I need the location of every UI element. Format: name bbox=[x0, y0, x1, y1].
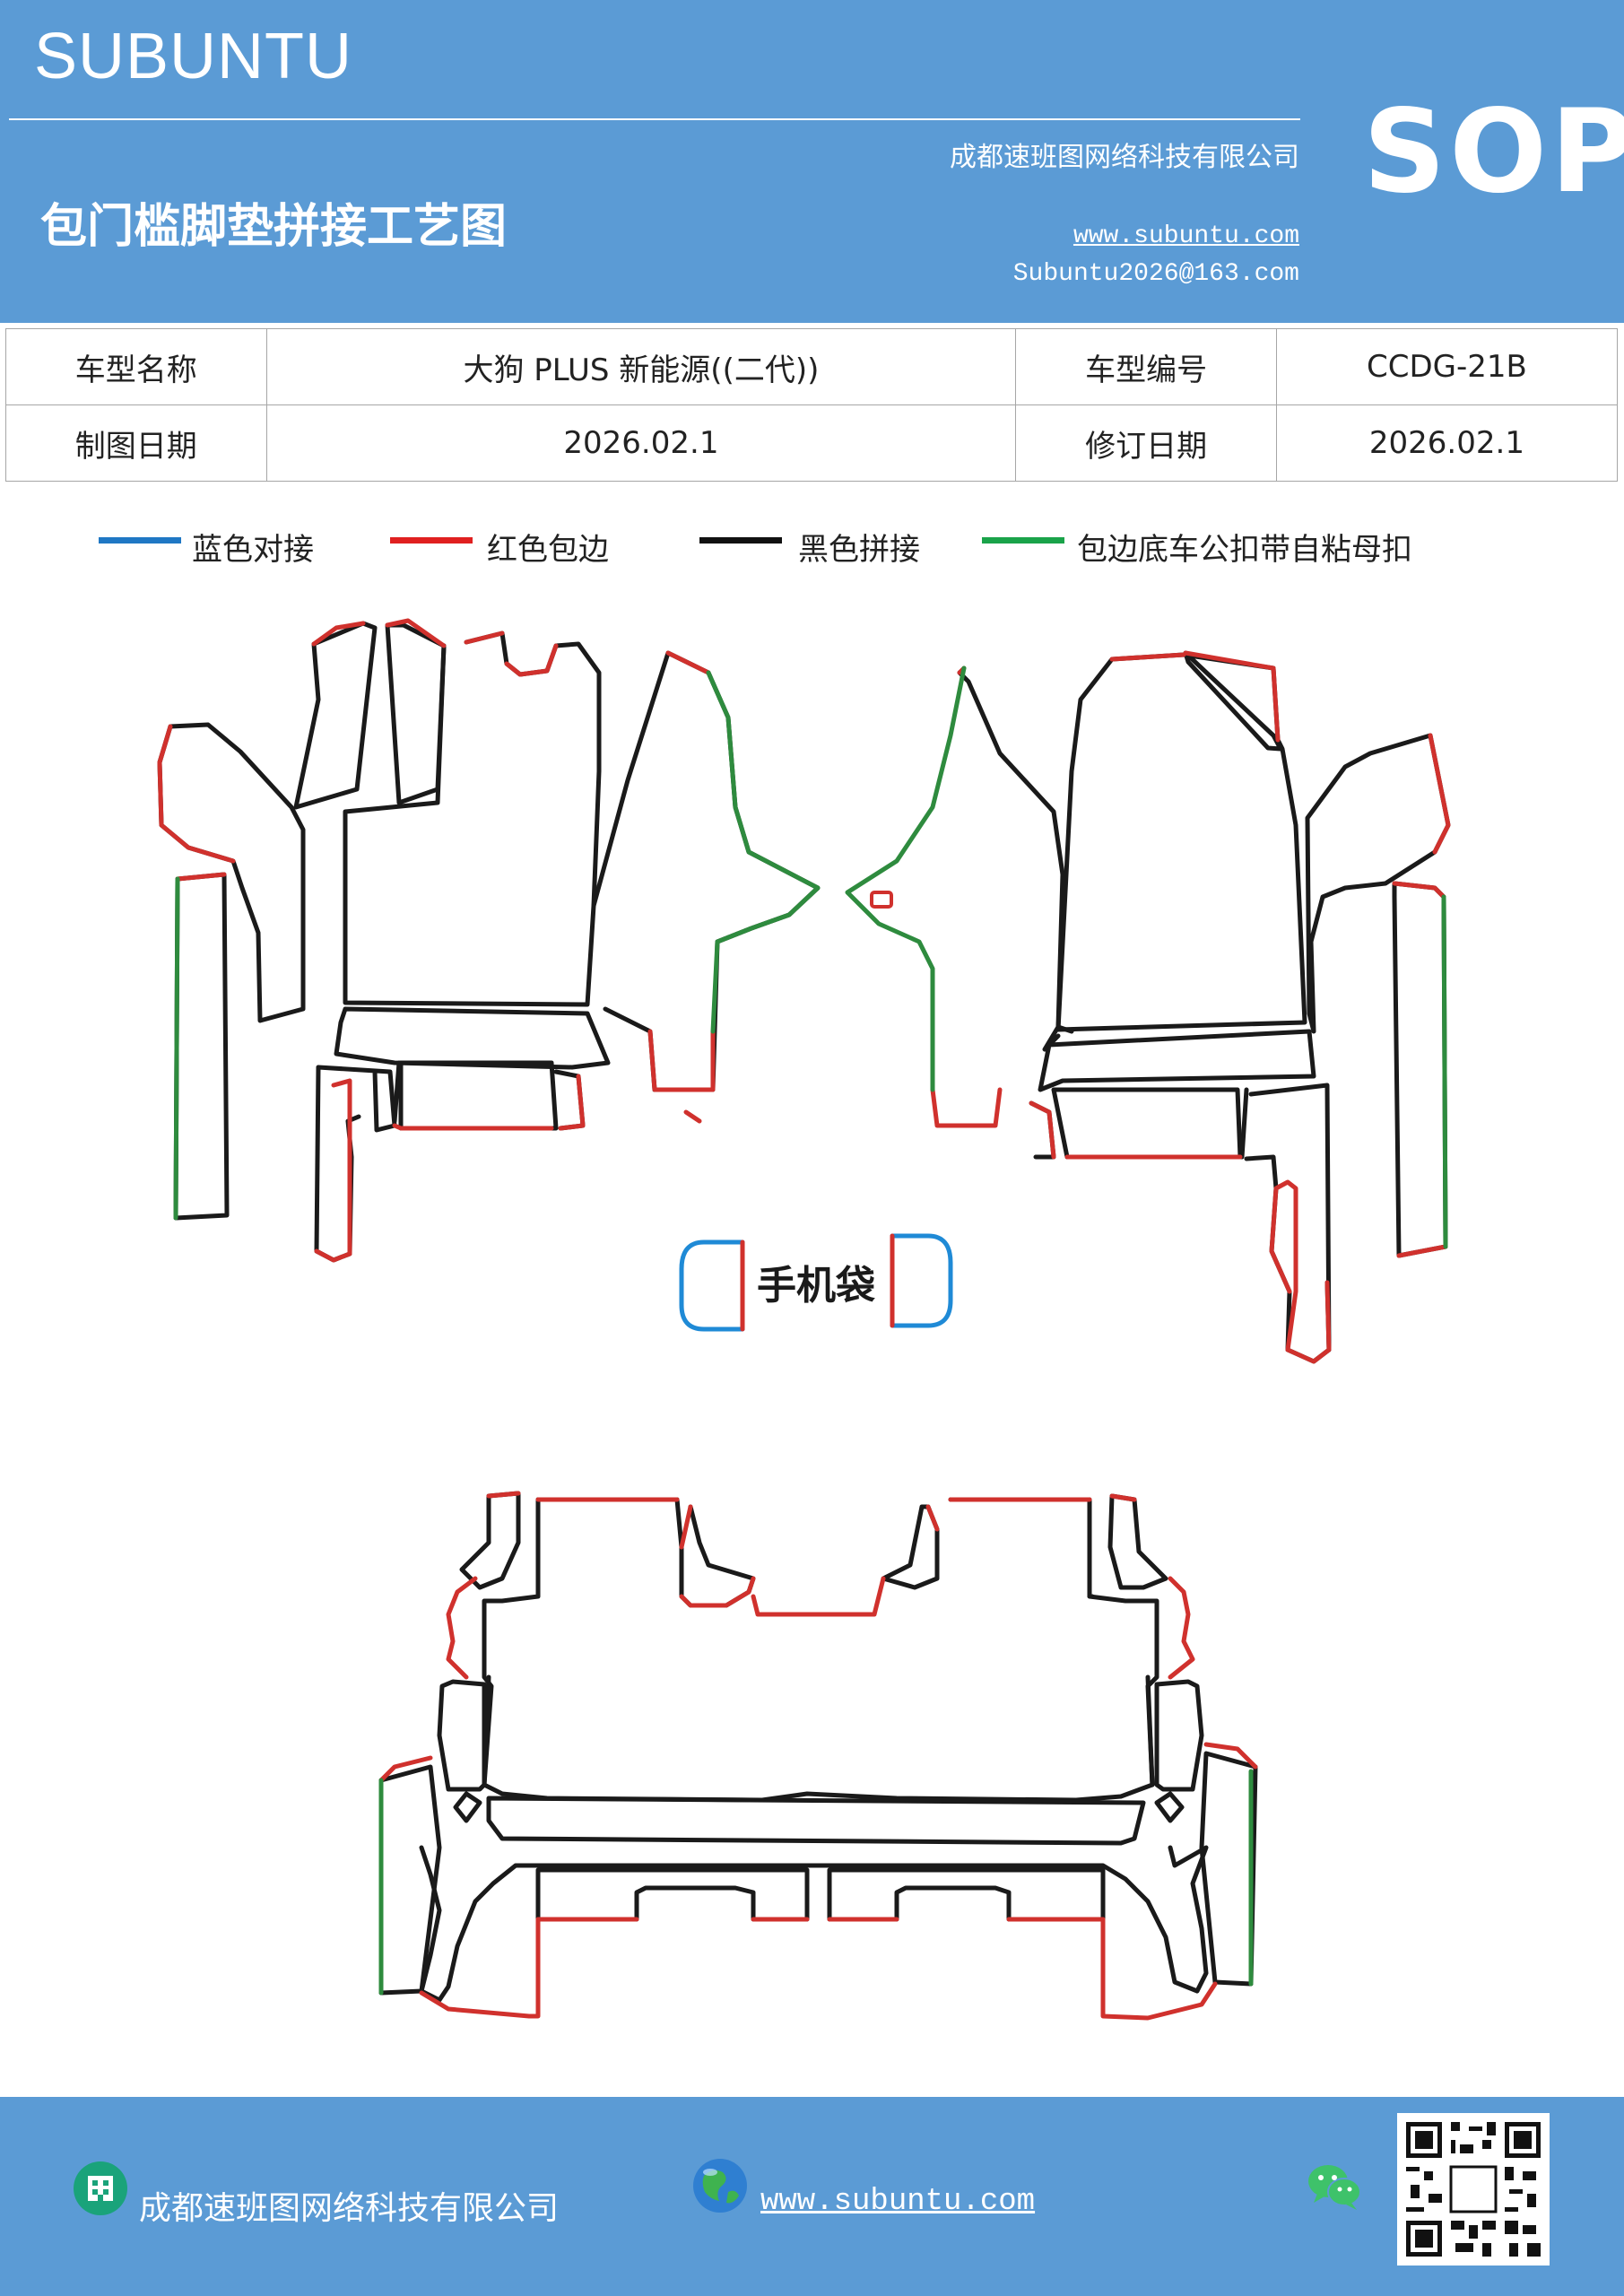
legend-label: 黑色拼接 bbox=[798, 532, 920, 568]
table-cell: 2026.02.1 bbox=[1275, 404, 1619, 482]
brand-name: SUBUNTU bbox=[34, 21, 353, 92]
table-cell: 车型名称 bbox=[5, 328, 267, 405]
header-banner: SUBUNTU 成都速班图网络科技有限公司 包门槛脚垫拼接工艺图 www.sub… bbox=[0, 0, 1624, 323]
mat-outlines-black bbox=[157, 621, 1451, 2003]
header-company: 成都速班图网络科技有限公司 bbox=[950, 142, 1299, 173]
phone-bag: 手机袋 bbox=[679, 1233, 953, 1332]
footer-website-link[interactable]: www.subuntu.com bbox=[760, 2185, 1036, 2219]
vehicle-info-table: 车型名称 大狗 PLUS 新能源((二代)) 车型编号 CCDG-21B 制图日… bbox=[5, 328, 1619, 482]
table-row: 制图日期 2026.02.1 修订日期 2026.02.1 bbox=[5, 404, 1619, 482]
legend-swatch-green bbox=[982, 537, 1064, 544]
table-cell: 2026.02.1 bbox=[265, 404, 1017, 482]
legend-label: 包边底车公扣带自粘母扣 bbox=[1077, 532, 1412, 568]
globe-icon bbox=[693, 2159, 747, 2213]
legend-label: 蓝色对接 bbox=[192, 532, 314, 568]
table-row: 车型名称 大狗 PLUS 新能源((二代)) 车型编号 CCDG-21B bbox=[5, 328, 1619, 405]
phone-bag-left-blue bbox=[679, 1239, 745, 1332]
sop-badge: SOP bbox=[1363, 85, 1624, 219]
table-cell: 修订日期 bbox=[1015, 404, 1277, 482]
legend-swatch-blue bbox=[99, 537, 181, 544]
table-cell: 大狗 PLUS 新能源((二代)) bbox=[265, 328, 1017, 405]
table-cell: CCDG-21B bbox=[1275, 328, 1619, 405]
header-divider bbox=[9, 118, 1300, 120]
qr-code-pattern bbox=[1397, 2113, 1550, 2266]
table-cell: 制图日期 bbox=[5, 404, 267, 482]
header-email[interactable]: Subuntu2026@163.com bbox=[1012, 260, 1299, 288]
mat-edges-green bbox=[173, 665, 1448, 1996]
wechat-icon[interactable] bbox=[1305, 2160, 1364, 2212]
qr-code[interactable] bbox=[1397, 2113, 1550, 2266]
small-slot bbox=[870, 891, 893, 909]
footer-banner: 成都速班图网络科技有限公司 www.subuntu.com bbox=[0, 2097, 1624, 2296]
line-color-legend: 蓝色对接 红色包边 黑色拼接 包边底车公扣带自粘母扣 bbox=[0, 525, 1624, 578]
legend-label: 红色包边 bbox=[487, 532, 609, 568]
phone-bag-right-blue bbox=[890, 1233, 953, 1328]
phone-bag-label: 手机袋 bbox=[757, 1263, 875, 1309]
footer-company: 成都速班图网络科技有限公司 bbox=[139, 2190, 560, 2227]
table-cell: 车型编号 bbox=[1015, 328, 1277, 405]
legend-swatch-red bbox=[390, 537, 473, 544]
header-website-link[interactable]: www.subuntu.com bbox=[1073, 222, 1299, 250]
page-title: 包门槛脚垫拼接工艺图 bbox=[40, 200, 508, 254]
mat-edges-red bbox=[157, 618, 1451, 2021]
building-icon bbox=[74, 2161, 127, 2215]
floor-mat-diagram: 手机袋 bbox=[157, 618, 1451, 2021]
legend-swatch-black bbox=[699, 537, 782, 544]
